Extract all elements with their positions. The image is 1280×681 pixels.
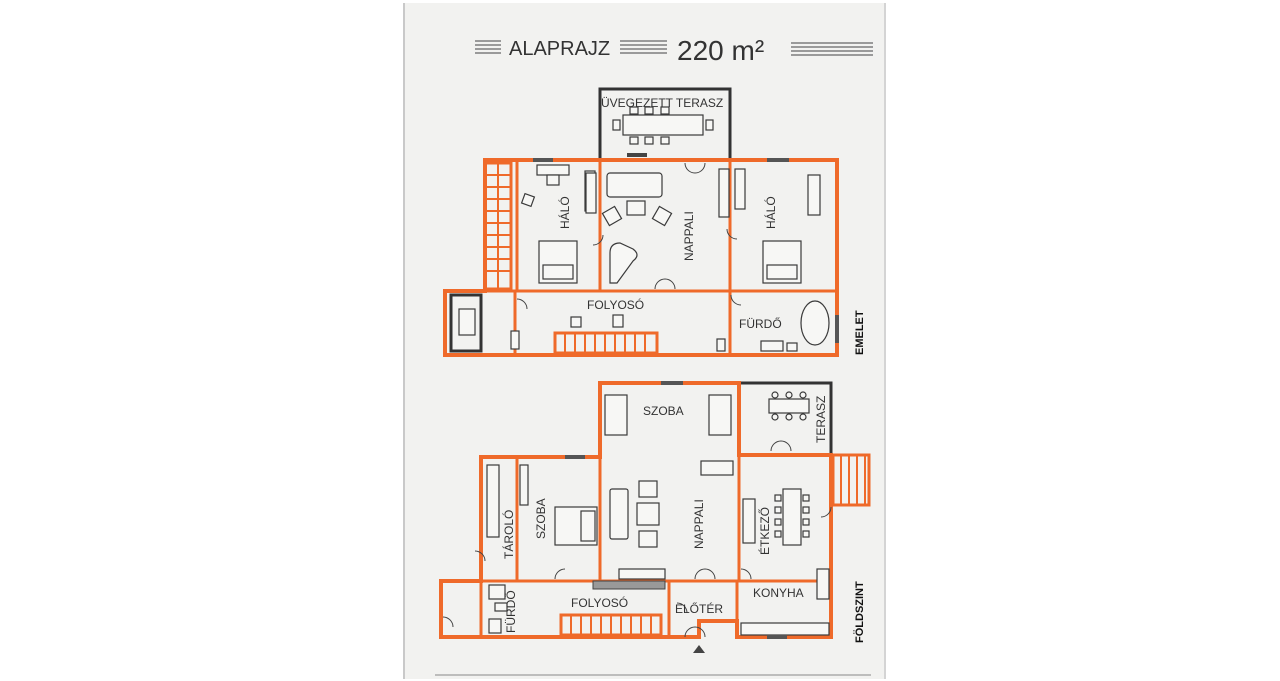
sofa: [609, 488, 629, 540]
upper-floor: HÁLÓ NAPPALI HÁLÓ ÜVEGEZETT TERASZ FOLYO…: [443, 87, 866, 357]
terrace-stairs: [831, 453, 871, 507]
fireplace: [449, 293, 483, 353]
chair: [785, 413, 793, 421]
room-label: ÉTKEZŐ: [757, 507, 772, 555]
wardrobe: [592, 580, 666, 590]
entrance-arrow: [693, 645, 705, 653]
dining-table: [782, 488, 802, 546]
toilet: [488, 618, 502, 634]
armchair: [638, 530, 658, 548]
room-label: NAPPALI: [682, 211, 696, 261]
bed: [604, 394, 628, 436]
shelf: [585, 172, 597, 214]
fridge: [816, 568, 830, 600]
floor-plan-sheet: ALAPRAJZ 220 m²: [403, 3, 886, 679]
room-label: HÁLÓ: [557, 196, 572, 229]
toilet: [716, 338, 726, 352]
bench: [570, 316, 582, 328]
bed: [708, 394, 732, 436]
room-label: FÜRDŐ: [739, 316, 782, 331]
desk: [536, 164, 570, 176]
room-label: ELŐTÉR: [675, 601, 723, 616]
bathtub: [800, 300, 830, 346]
shelf: [718, 168, 730, 218]
room-label: FÜRDŐ: [503, 590, 518, 633]
glass-terrace-walls: [598, 87, 732, 158]
wardrobe-right: [734, 168, 746, 210]
chair: [660, 136, 670, 145]
chair: [785, 391, 793, 399]
room-label: SZOBA: [534, 498, 548, 539]
terrace-walls: [739, 381, 833, 455]
room-label: SZOBA: [643, 404, 684, 418]
pillow: [580, 510, 596, 542]
dresser: [807, 174, 821, 216]
room-label: KONYHA: [753, 586, 804, 600]
terrace-step: [627, 153, 647, 157]
kitchen-counter: [740, 622, 830, 636]
chair: [705, 119, 714, 131]
cabinet: [510, 330, 520, 350]
pillow: [542, 264, 574, 280]
plan-title: ALAPRAJZ: [509, 38, 610, 60]
room-label: FOLYOSÓ: [587, 297, 644, 312]
armchair: [520, 192, 536, 208]
sink: [488, 584, 506, 600]
armchair: [601, 205, 623, 227]
room-label: FOLYOSÓ: [571, 595, 628, 610]
bench: [618, 568, 666, 580]
room-label: TERASZ: [814, 396, 828, 443]
chair: [644, 136, 654, 145]
shelf: [519, 464, 529, 506]
terrace-table: [768, 398, 810, 414]
shower: [494, 602, 508, 612]
chair: [771, 391, 779, 399]
chair: [612, 119, 621, 131]
ground-floor: SZOBA TERASZ TÁROLÓ SZOBA NAPPALI ÉTKEZŐ…: [439, 381, 871, 653]
coffee-table: [626, 200, 646, 216]
room-label: TÁROLÓ: [501, 510, 516, 559]
sink: [760, 340, 784, 352]
toilet: [786, 342, 798, 352]
armchair: [638, 480, 658, 498]
floor-plan: ALAPRAJZ 220 m²: [435, 35, 873, 676]
chair: [629, 106, 639, 115]
chair: [546, 174, 560, 186]
chair: [644, 106, 654, 115]
chair: [629, 136, 639, 145]
chair: [799, 391, 807, 399]
chair: [774, 494, 810, 538]
pillow: [766, 264, 798, 280]
chair: [771, 413, 779, 421]
bench: [612, 314, 624, 328]
coffee-table: [636, 502, 660, 526]
chair: [799, 413, 807, 421]
fireplace-inner: [458, 308, 476, 336]
room-label: ÜVEGEZETT TERASZ: [601, 96, 723, 110]
floor-name-upper: EMELET: [854, 310, 866, 355]
piano: [609, 242, 638, 284]
plan-area: 220 m²: [677, 35, 764, 66]
room-label: HÁLÓ: [763, 196, 778, 229]
header: ALAPRAJZ 220 m²: [475, 35, 873, 66]
ground-outer-walls: [439, 381, 833, 639]
terrace-table: [622, 114, 704, 136]
cabinet: [742, 498, 756, 544]
storage-shelf: [486, 464, 500, 538]
room-label: NAPPALI: [692, 499, 706, 549]
sofa: [606, 172, 663, 198]
chair: [660, 106, 670, 115]
armchair: [651, 205, 673, 227]
floor-name-ground: FÖLDSZINT: [853, 581, 866, 643]
sideboard: [700, 460, 734, 476]
